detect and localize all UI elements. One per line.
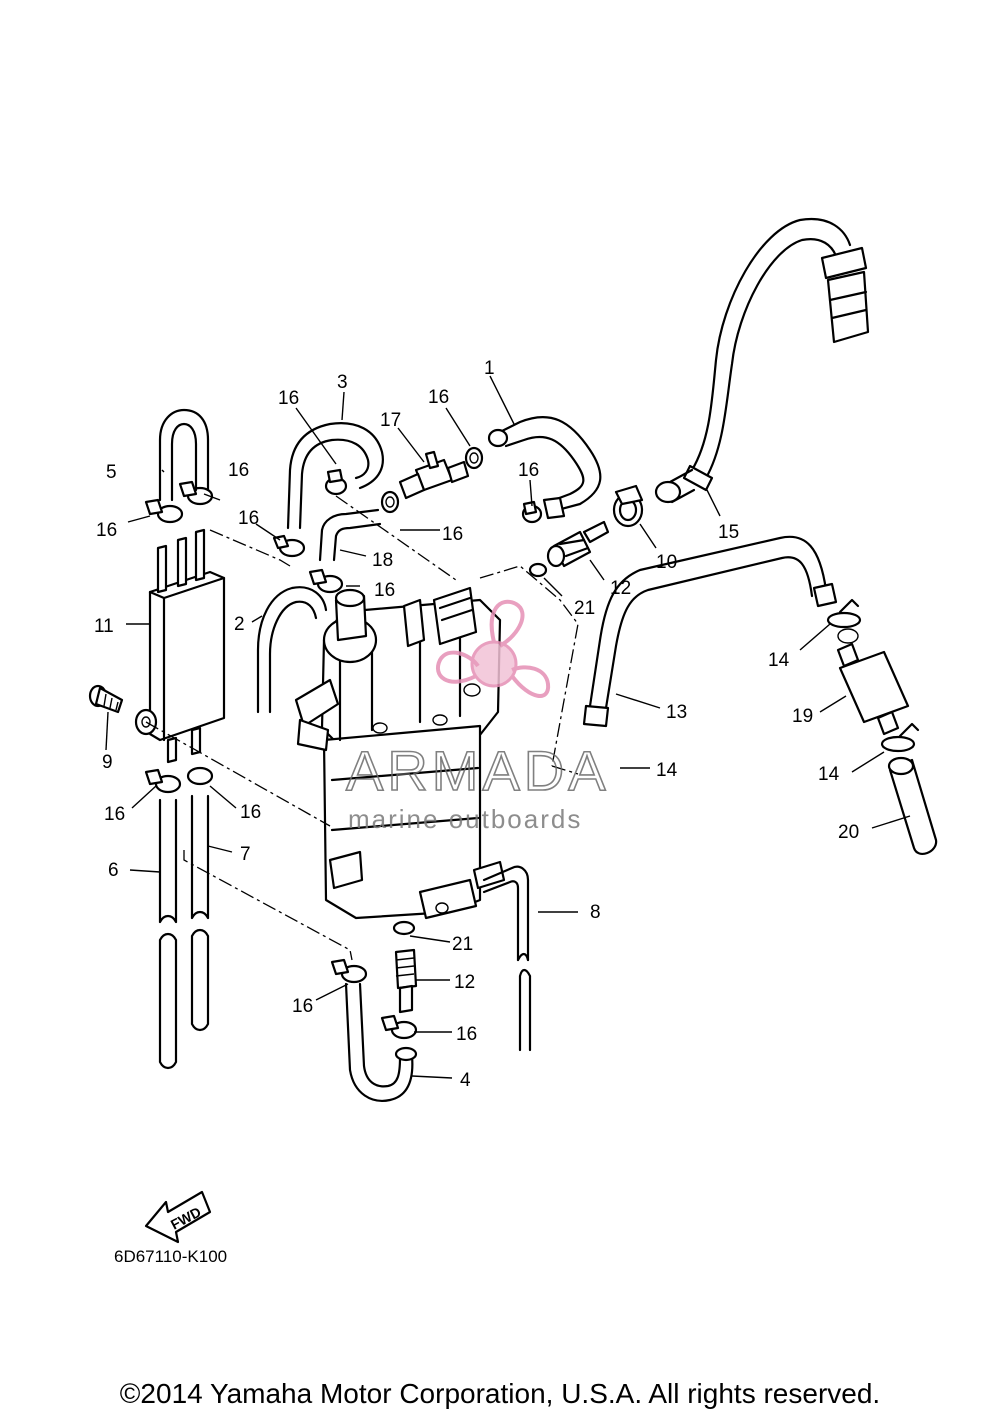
callout-16-d: 16 <box>228 460 249 481</box>
callout-3: 3 <box>337 372 348 393</box>
fuel-hose-1 <box>487 415 602 520</box>
clip-16-k <box>330 958 368 984</box>
callout-16-l: 16 <box>456 1024 477 1045</box>
clip-16-a <box>324 468 348 496</box>
clip-14-upper <box>826 598 862 629</box>
callout-4: 4 <box>460 1070 471 1091</box>
callout-16-k: 16 <box>292 996 313 1017</box>
callout-12-lower: 12 <box>454 972 475 993</box>
joint-17 <box>398 450 470 500</box>
callout-16-g: 16 <box>442 524 463 545</box>
hose-7 <box>190 794 210 1032</box>
armada-watermark: ARMADA marine outboards <box>345 599 610 834</box>
callout-18: 18 <box>372 550 393 571</box>
copyright-notice: ©2014 Yamaha Motor Corporation, U.S.A. A… <box>119 1378 881 1409</box>
hose-2 <box>256 586 328 714</box>
clip-16-b <box>464 446 484 470</box>
fwd-arrow: FWD <box>144 1190 212 1244</box>
fuel-filter-19 <box>836 628 910 736</box>
clip-16-f <box>308 568 344 594</box>
bolt-9 <box>88 684 124 714</box>
leader-lines <box>105 375 911 1079</box>
fuel-hose-13 <box>582 535 838 728</box>
clip-16-i <box>144 768 182 794</box>
callout-2: 2 <box>234 614 245 635</box>
callout-6: 6 <box>108 860 119 881</box>
callout-15: 15 <box>718 522 739 543</box>
callout-21-lower: 21 <box>452 934 473 955</box>
joint-12-lower <box>394 948 418 1014</box>
callout-12-upper: 12 <box>610 578 631 599</box>
callout-21-upper: 21 <box>574 598 595 619</box>
callout-10: 10 <box>656 552 677 573</box>
callout-9: 9 <box>102 752 113 773</box>
callout-8: 8 <box>590 902 601 923</box>
fuel-pump-assembly <box>294 586 506 920</box>
callout-14-middle: 14 <box>656 760 678 781</box>
clip-16-g <box>178 480 214 506</box>
clip-16-h <box>144 498 184 524</box>
hose-3 <box>286 422 384 530</box>
clip-16-d <box>521 500 543 524</box>
hose-8 <box>482 865 532 1052</box>
callout-labels: 1 2 3 4 5 6 7 8 9 10 11 12 12 13 14 14 1… <box>94 358 859 1091</box>
callout-17: 17 <box>380 410 401 431</box>
hose-18 <box>318 508 382 562</box>
clip-16-j <box>186 766 214 786</box>
o-ring-21-lower <box>392 920 416 936</box>
hose-5 <box>158 408 210 502</box>
clip-16-l <box>380 1014 418 1040</box>
reference-lines <box>145 495 579 961</box>
callout-16-f: 16 <box>238 508 259 529</box>
hose-4 <box>344 982 418 1102</box>
callout-14-upper: 14 <box>768 650 790 671</box>
callout-16-c: 16 <box>518 460 539 481</box>
callout-13: 13 <box>666 702 687 723</box>
o-ring-21-upper <box>528 562 548 578</box>
vapor-separator-11 <box>148 528 226 764</box>
callout-19: 19 <box>792 706 813 727</box>
callout-14-lower: 14 <box>818 764 840 785</box>
clip-14-lower <box>880 722 920 753</box>
fuel-hose-20 <box>887 756 938 856</box>
callout-1: 1 <box>484 358 495 379</box>
callout-16-e: 16 <box>96 520 117 541</box>
fuel-hose-15 <box>654 217 870 504</box>
callout-16-b: 16 <box>428 387 449 408</box>
callout-16-j: 16 <box>240 802 261 823</box>
clamp-10 <box>612 484 644 528</box>
callout-5: 5 <box>106 462 117 483</box>
clip-16-c <box>380 490 400 514</box>
callout-16-i: 16 <box>104 804 125 825</box>
hose-6 <box>158 798 178 1070</box>
joint-12-upper <box>546 520 610 568</box>
armada-propeller-logo <box>436 599 551 698</box>
callout-16-h: 16 <box>374 580 395 601</box>
part-code: 6D67110-K100 <box>114 1247 227 1266</box>
watermark-tagline: marine outboards <box>348 804 582 834</box>
watermark-brand: ARMADA <box>346 739 610 802</box>
callout-16-a: 16 <box>278 388 299 409</box>
callout-20: 20 <box>838 822 859 843</box>
callout-11: 11 <box>94 616 114 637</box>
callout-7: 7 <box>240 844 251 865</box>
